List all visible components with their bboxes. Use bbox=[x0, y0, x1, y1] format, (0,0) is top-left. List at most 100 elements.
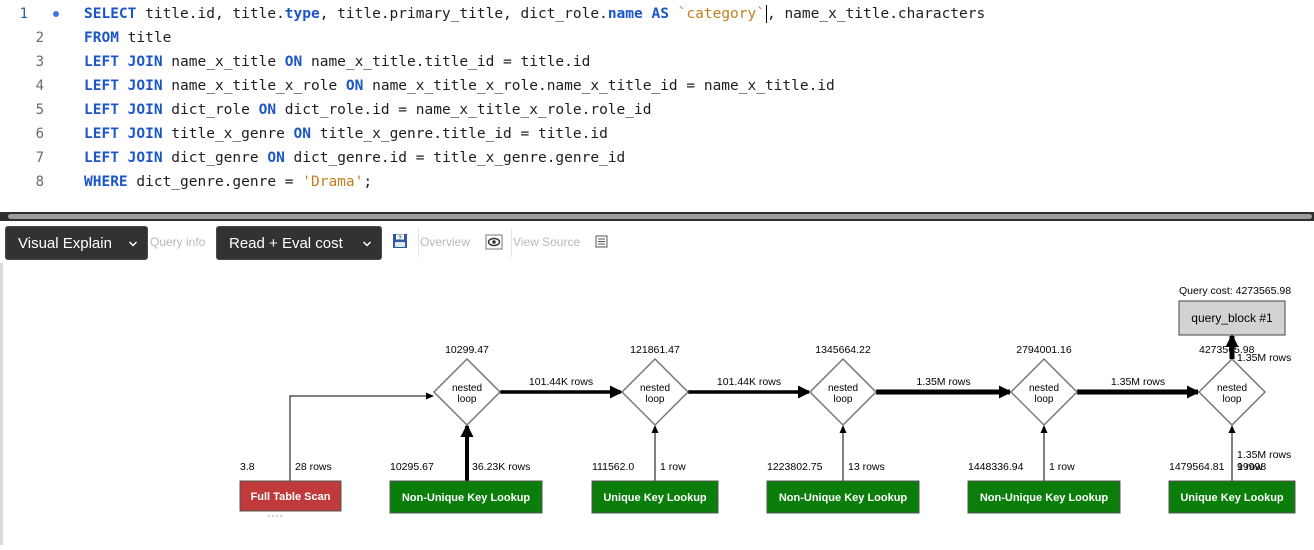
sql-keyword: name bbox=[607, 6, 643, 22]
line-number: 7 bbox=[0, 146, 48, 170]
sql-keyword: ON bbox=[284, 54, 303, 70]
sql-literal: `category` bbox=[677, 6, 765, 22]
query-info-label[interactable]: Query info bbox=[150, 235, 206, 249]
toolbar-separator bbox=[511, 229, 512, 257]
code-line[interactable]: LEFT JOIN dict_role ON dict_role.id = na… bbox=[84, 98, 651, 122]
nested-loop-cost-label: 4273565.98 bbox=[1199, 344, 1255, 356]
final-rows-label: 1.35M rows bbox=[1237, 352, 1291, 364]
join-rows-label: 1.35M rows bbox=[916, 376, 970, 388]
nested-loop-node[interactable] bbox=[432, 357, 502, 427]
sql-keyword: AS bbox=[651, 6, 669, 22]
line-number: 4 bbox=[0, 74, 48, 98]
nested-loop-cost-label: 121861.47 bbox=[630, 344, 680, 356]
text-caret bbox=[765, 5, 767, 23]
chevron-down-icon bbox=[129, 241, 137, 247]
cost-mode-dropdown[interactable]: Read + Eval cost bbox=[216, 226, 382, 260]
sql-keyword: SELECT bbox=[84, 6, 137, 22]
sql-text: dict_genre.id = title_x_genre.genre_id bbox=[284, 150, 626, 166]
table-cost-label: 3.8 bbox=[240, 461, 255, 473]
overview-icon[interactable] bbox=[485, 234, 503, 250]
lookup-rows-label: 13 rows bbox=[848, 461, 885, 473]
code-line[interactable]: LEFT JOIN name_x_title_x_role ON name_x_… bbox=[84, 74, 835, 98]
full-table-scan-box[interactable] bbox=[239, 480, 342, 512]
line-number: 1 bbox=[0, 2, 48, 26]
line-number-text: 7 bbox=[35, 150, 44, 166]
lookup-cost-label: 1448336.94 bbox=[968, 461, 1024, 473]
lookup-rows-label: 1 row bbox=[1237, 461, 1263, 473]
sql-keyword: ON bbox=[258, 102, 277, 118]
key-lookup-label: Unique Key Lookup bbox=[1180, 492, 1284, 504]
horizontal-scrollbar[interactable] bbox=[0, 212, 1314, 221]
nested-loop-node[interactable] bbox=[1009, 357, 1079, 427]
nested-loop-label: loop bbox=[1223, 394, 1242, 405]
lookup-cost-label: 1479564.81 bbox=[1169, 461, 1225, 473]
line-number-text: 4 bbox=[35, 78, 44, 94]
key-lookup-box[interactable] bbox=[591, 480, 719, 514]
overlap-fragment-label: 99998 bbox=[1237, 461, 1266, 473]
nested-loop-cost-label: 10299.47 bbox=[445, 344, 489, 356]
key-lookup-label: Unique Key Lookup bbox=[603, 492, 707, 504]
query-cost-label: Query cost: 4273565.98 bbox=[1179, 285, 1291, 297]
query-block-box[interactable] bbox=[1178, 300, 1286, 336]
nested-loop-node[interactable] bbox=[808, 357, 878, 427]
line-number-text: 2 bbox=[35, 30, 44, 46]
sql-text: title.id, title. bbox=[136, 6, 285, 22]
lookup-cost-label: 111562.0 bbox=[592, 461, 634, 473]
sql-text: title bbox=[118, 30, 172, 46]
sql-keyword: LEFT JOIN bbox=[84, 102, 163, 118]
key-lookup-box[interactable] bbox=[389, 480, 543, 514]
code-line[interactable]: LEFT JOIN name_x_title ON name_x_title.t… bbox=[84, 50, 590, 74]
key-lookup-box[interactable] bbox=[766, 480, 920, 514]
sql-text: , name_x_title.characters bbox=[766, 6, 986, 22]
overlap-rows-label: 1.35M rows bbox=[1237, 449, 1291, 461]
sql-text: title_x_genre.title_id = title.id bbox=[311, 126, 608, 142]
code-line[interactable]: LEFT JOIN title_x_genre ON title_x_genre… bbox=[84, 122, 608, 146]
code-line[interactable]: FROM title bbox=[84, 26, 171, 50]
cost-mode-label: Read + Eval cost bbox=[229, 235, 343, 252]
sql-keyword: WHERE bbox=[84, 174, 128, 190]
nested-loop-label: nested bbox=[452, 383, 482, 394]
line-number: 3 bbox=[0, 50, 48, 74]
line-number: 2 bbox=[0, 26, 48, 50]
query-block-label: query_block #1 bbox=[1191, 311, 1273, 325]
sql-keyword: ON bbox=[267, 150, 285, 166]
sql-keyword: FROM bbox=[84, 30, 119, 46]
line-number-text: 1 bbox=[19, 6, 28, 22]
nested-loop-label: loop bbox=[834, 394, 853, 405]
code-line[interactable]: SELECT title.id, title.type, title.prima… bbox=[84, 2, 985, 26]
key-lookup-label: Non-Unique Key Lookup bbox=[779, 492, 908, 504]
code-line[interactable]: WHERE dict_genre.genre = 'Drama'; bbox=[84, 170, 372, 194]
line-number-text: 6 bbox=[35, 126, 44, 142]
view-source-icon[interactable] bbox=[595, 235, 608, 248]
view-mode-dropdown[interactable]: Visual Explain bbox=[5, 226, 148, 260]
nested-loop-label: loop bbox=[458, 394, 477, 405]
nested-loop-label: nested bbox=[640, 383, 670, 394]
nested-loop-node[interactable] bbox=[1197, 357, 1267, 427]
nested-loop-label: loop bbox=[646, 394, 665, 405]
code-line[interactable]: LEFT JOIN dict_genre ON dict_genre.id = … bbox=[84, 146, 625, 170]
key-lookup-box[interactable] bbox=[1168, 480, 1296, 514]
sql-text: dict_genre bbox=[162, 150, 268, 166]
nested-loop-label: nested bbox=[828, 383, 858, 394]
key-lookup-label: Non-Unique Key Lookup bbox=[980, 492, 1109, 504]
join-rows-label: 101.44K rows bbox=[717, 376, 781, 388]
nested-loop-node[interactable] bbox=[620, 357, 690, 427]
sql-keyword: LEFT JOIN bbox=[84, 78, 163, 94]
scrollbar-thumb[interactable] bbox=[8, 214, 1312, 219]
chevron-down-icon bbox=[363, 241, 371, 247]
nested-loop-label: nested bbox=[1029, 383, 1059, 394]
explain-toolbar: Visual Explain Query info Read + Eval co… bbox=[0, 221, 1314, 263]
line-number: 6 bbox=[0, 122, 48, 146]
sql-text: name_x_title_x_role bbox=[162, 78, 346, 94]
lookup-rows-label: 1 row bbox=[660, 461, 686, 473]
save-icon[interactable]: ? bbox=[392, 233, 408, 249]
sql-text: , title.primary_title, dict_role. bbox=[319, 6, 608, 22]
view-mode-label: Visual Explain bbox=[18, 235, 112, 252]
overview-label[interactable]: Overview bbox=[420, 235, 471, 249]
key-lookup-box[interactable] bbox=[967, 480, 1121, 514]
line-number-text: 8 bbox=[35, 174, 44, 190]
join-rows-label: 1.35M rows bbox=[1111, 376, 1165, 388]
view-source-label[interactable]: View Source bbox=[513, 235, 581, 249]
